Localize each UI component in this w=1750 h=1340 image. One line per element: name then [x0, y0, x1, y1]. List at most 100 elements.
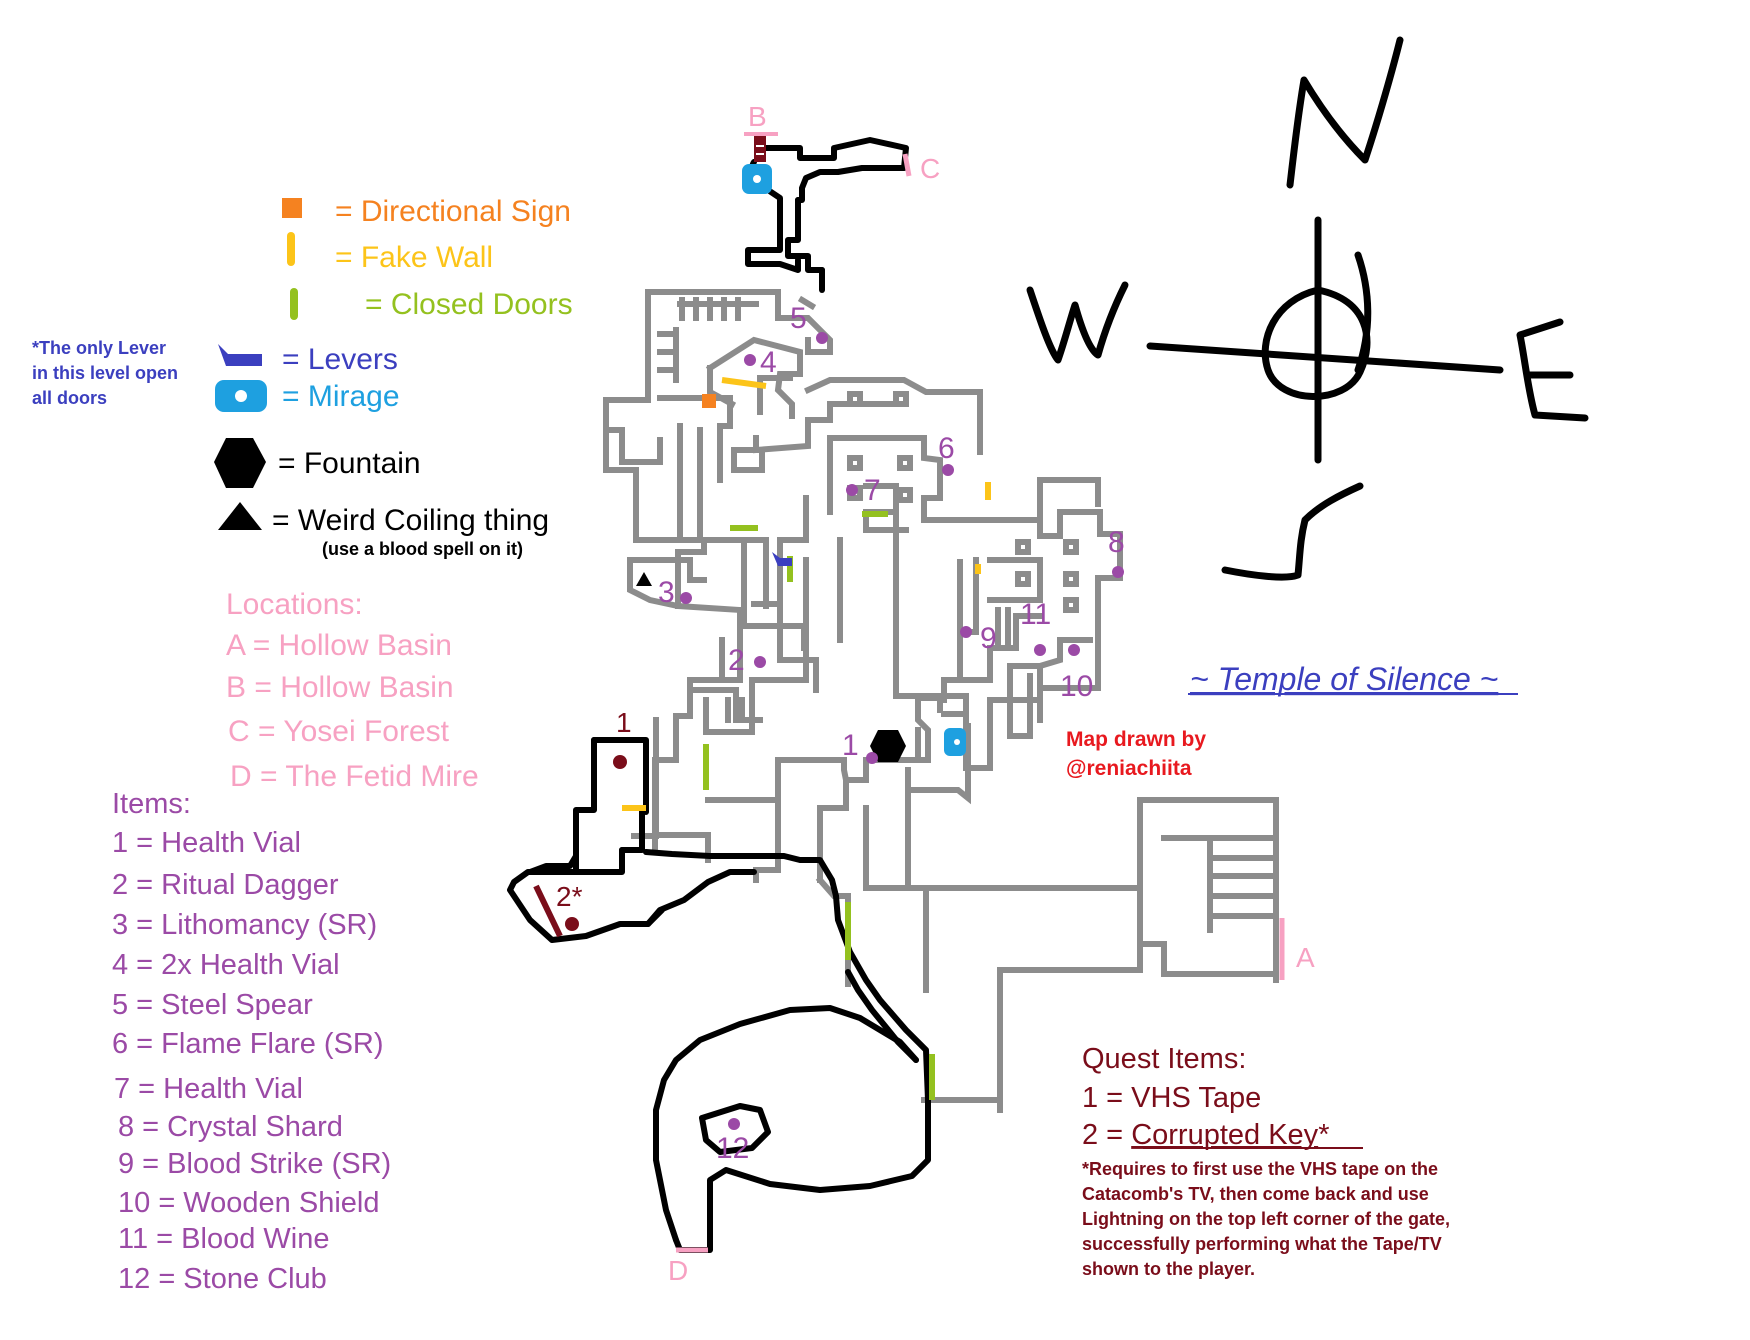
directional-sign-marker: [702, 394, 716, 408]
compass-rose: N W E S: [1026, 36, 1601, 591]
item-marker-7: 7: [846, 474, 881, 507]
quest-marker-1: 1: [613, 707, 632, 769]
lever-note-1: *The only Lever: [32, 338, 166, 358]
item-5: 5 = Steel Spear: [112, 989, 313, 1021]
svg-text:3: 3: [658, 576, 675, 609]
compass-n: N: [1420, 59, 1421, 61]
map-markers: [533, 132, 1285, 1253]
coil-icon: [218, 502, 262, 530]
legend-directional-sign: = Directional Sign: [335, 195, 571, 228]
coil-marker: [636, 572, 652, 586]
location-b: B = Hollow Basin: [226, 671, 454, 704]
map-label-d: D: [668, 1255, 688, 1286]
item-8: 8 = Crystal Shard: [118, 1111, 343, 1143]
svg-text:6: 6: [938, 432, 955, 465]
item-marker-6: 6: [938, 432, 955, 476]
item-11: 11 = Blood Wine: [118, 1223, 329, 1255]
svg-text:4: 4: [760, 346, 777, 379]
svg-text:2*: 2*: [556, 881, 583, 912]
legend-fake-wall: = Fake Wall: [335, 241, 493, 274]
legend-coil-note: (use a blood spell on it): [322, 539, 523, 559]
compass-n-glyph: [1286, 36, 1404, 189]
quest-note-3: Lightning on the top left corner of the …: [1082, 1209, 1450, 1229]
item-marker-11: 11: [1020, 598, 1051, 656]
location-a: A = Hollow Basin: [226, 629, 452, 662]
item-9: 9 = Blood Strike (SR): [118, 1148, 391, 1180]
mirage-marker-east: [944, 728, 966, 756]
quest-note-5: shown to the player.: [1082, 1259, 1255, 1279]
mirage-icon: [215, 380, 267, 412]
map-label-a: A: [1296, 942, 1315, 973]
fountain-marker: [870, 730, 906, 762]
legend-coil: = Weird Coiling thing: [272, 504, 549, 537]
svg-text:10: 10: [1060, 670, 1093, 703]
item-marker-3: 3: [658, 576, 692, 609]
directional-sign-icon: [282, 198, 302, 218]
item-marker-5: 5: [790, 302, 828, 344]
compass-horizontal-line: [1146, 342, 1504, 374]
svg-text:8: 8: [1108, 526, 1125, 559]
compass-e-glyph: [1516, 318, 1589, 422]
quest-note-1: *Requires to first use the VHS tape on t…: [1082, 1159, 1438, 1179]
location-d: D = The Fetid Mire: [230, 760, 479, 793]
svg-text:5: 5: [790, 302, 807, 335]
item-marker-2: 2: [728, 644, 766, 677]
locations-heading: Locations:: [226, 588, 363, 621]
cave-walls: [507, 137, 931, 1253]
fake-wall-marker-1: [721, 377, 767, 389]
item-marker-9: 9: [960, 622, 997, 655]
svg-text:12: 12: [716, 1132, 749, 1165]
lever-note-2: in this level open: [32, 363, 178, 383]
legend-levers: = Levers: [282, 343, 398, 376]
mirage-marker-north: [742, 164, 772, 194]
item-10: 10 = Wooden Shield: [118, 1187, 379, 1219]
compass-s-glyph: [1221, 482, 1364, 581]
quest-items: Quest Items: 1 = VHS Tape 2 = Corrupted …: [1082, 1043, 1450, 1279]
quest-markers: 1 2*: [556, 707, 632, 931]
legend-closed-doors: = Closed Doors: [365, 288, 573, 321]
quest-heading: Quest Items:: [1082, 1043, 1246, 1075]
lever-marker: [772, 552, 792, 566]
quest-item-1: 1 = VHS Tape: [1082, 1082, 1261, 1114]
item-marker-10: 10: [1060, 644, 1093, 703]
compass-w: W: [1030, 399, 1031, 401]
svg-text:9: 9: [980, 622, 997, 655]
svg-text:2: 2: [728, 644, 745, 677]
compass-flare: [1354, 251, 1372, 374]
location-c: C = Yosei Forest: [228, 715, 450, 748]
item-2: 2 = Ritual Dagger: [112, 869, 339, 901]
item-marker-12: 12: [716, 1118, 749, 1165]
quest-item-2: 2 = Corrupted Key*: [1082, 1119, 1329, 1151]
item-3: 3 = Lithomancy (SR): [112, 909, 377, 941]
item-marker-8: 8: [1108, 526, 1125, 578]
svg-text:11: 11: [1020, 598, 1051, 631]
legend-fountain: = Fountain: [278, 447, 421, 480]
item-7: 7 = Health Vial: [114, 1073, 303, 1105]
locations-list: Locations: A = Hollow Basin B = Hollow B…: [226, 588, 479, 793]
compass-e: E: [1600, 429, 1601, 431]
quest-marker-2: 2*: [556, 881, 583, 931]
compass-circle: [1261, 286, 1371, 400]
map-label-c: C: [920, 153, 940, 184]
location-c-marker: [902, 153, 912, 177]
item-6: 6 = Flame Flare (SR): [112, 1028, 384, 1060]
lever-icon: [218, 344, 262, 366]
item-markers: 1 2 3 4 5 6 7 8 9 10 11 12: [658, 302, 1125, 1165]
items-list: Items: 1 = Health Vial 2 = Ritual Dagger…: [112, 788, 391, 1295]
lever-note-3: all doors: [32, 388, 107, 408]
location-letters: B C A D: [668, 101, 1315, 1286]
compass-s: S: [1340, 589, 1341, 591]
svg-text:7: 7: [864, 474, 881, 507]
item-4: 4 = 2x Health Vial: [112, 949, 340, 981]
temple-walls: [603, 289, 1279, 1113]
item-marker-1: 1: [842, 729, 878, 764]
gate-marker: [754, 136, 766, 162]
map-title: ~ Temple of Silence ~: [1190, 661, 1498, 697]
items-heading: Items:: [112, 788, 191, 820]
item-12: 12 = Stone Club: [118, 1263, 327, 1295]
legend-mirage: = Mirage: [282, 380, 400, 413]
credit-line-1: Map drawn by: [1066, 728, 1206, 751]
corrupted-key-gate: [533, 884, 563, 938]
credit-line-2: @reniachiita: [1066, 757, 1192, 780]
